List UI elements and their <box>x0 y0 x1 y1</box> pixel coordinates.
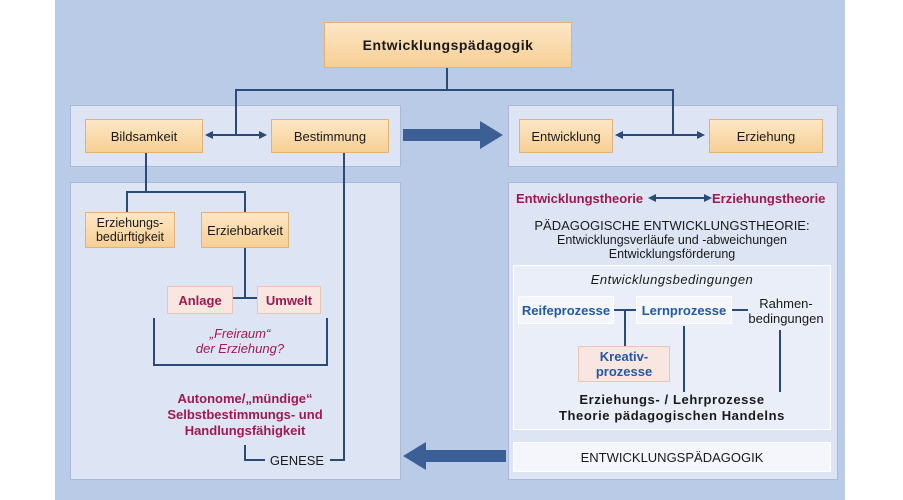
autonome-text: Autonome/„mündige“ Selbstbestimmungs- un… <box>167 391 323 438</box>
title-box: Entwicklungspädagogik <box>324 22 572 68</box>
genese-left <box>244 445 265 461</box>
big-arrow-right <box>403 121 503 149</box>
umwelt-box: Umwelt <box>257 286 321 314</box>
erziehbarkeit-down <box>235 248 246 299</box>
bildsamkeit-box: Bildsamkeit <box>85 119 203 153</box>
lernprozesse-box: Lernprozesse <box>636 296 732 324</box>
bestimmung-box: Bestimmung <box>271 119 389 153</box>
erziehungstheorie-label: Erziehungstheorie <box>712 191 826 206</box>
bedingungen-title: Entwicklungsbedingungen <box>590 272 754 287</box>
paed-title: PÄDAGOGISCHE ENTWICKLUNGSTHEORIE: <box>534 218 810 233</box>
conditions-panel <box>513 265 831 430</box>
freiraum-text: „Freiraum“ der Erziehung? <box>195 326 285 356</box>
kreativprozesse-box: Kreativ- prozesse <box>578 346 670 382</box>
theorie-label: Theorie pädagogischen Handelns <box>558 408 786 423</box>
genese-label: GENESE <box>269 453 325 468</box>
bestimmung-to-genese <box>330 153 345 461</box>
entwicklung-box: Entwicklung <box>519 119 613 153</box>
freiraum-bracket <box>153 318 328 366</box>
reifeprozesse-box: Reifeprozesse <box>518 296 614 324</box>
title-connector <box>235 89 674 135</box>
split-left <box>126 191 246 212</box>
erziehungsbeduerftigkeit-box: Erziehungs- bedürftigkeit <box>85 212 175 248</box>
erziehungs-lehrprozesse-label: Erziehungs- / Lehrprozesse <box>579 392 765 407</box>
erziehbarkeit-box: Erziehbarkeit <box>201 212 289 248</box>
big-arrow-left <box>403 442 506 470</box>
entwicklungstheorie-label: Entwicklungstheorie <box>516 191 644 206</box>
anlage-box: Anlage <box>167 286 233 314</box>
rahmenbedingungen-text: Rahmen- bedingungen <box>748 296 824 326</box>
paed-subtitle: Entwicklungsverläufe und -abweichungen E… <box>556 233 787 261</box>
erziehung-box: Erziehung <box>709 119 823 153</box>
footer-box: ENTWICKLUNGSPÄDAGOGIK <box>513 442 831 472</box>
